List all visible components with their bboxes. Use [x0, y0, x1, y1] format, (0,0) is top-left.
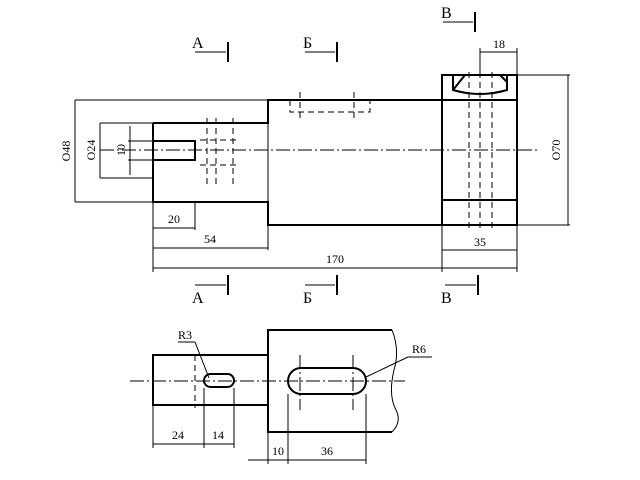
dim-18: 18: [493, 37, 505, 51]
dim-14: 14: [212, 428, 224, 442]
section-label-b-top: Б: [303, 35, 312, 52]
section-label-v-top: В: [441, 5, 452, 22]
dim-r3: R3: [178, 328, 192, 342]
leader-line: [365, 356, 409, 378]
dim-36: 36: [321, 444, 333, 458]
section-label-b-bottom: Б: [303, 290, 312, 307]
notch-hatch: [452, 74, 466, 91]
dim-d70: O70: [549, 140, 563, 161]
dim-35: 35: [474, 235, 486, 249]
dim-10: 10: [114, 144, 128, 156]
section-label-a-top: А: [192, 35, 204, 52]
dim-20: 20: [168, 212, 180, 226]
leader-line: [194, 341, 210, 379]
front-view: O48 O24 10 O70 18 20 54 35: [59, 5, 570, 307]
small-end-outline: [152, 354, 268, 406]
collar-notch: [452, 74, 508, 95]
dim-10-top: 10: [272, 444, 284, 458]
dim-170: 170: [326, 252, 344, 266]
dim-24: 24: [172, 428, 184, 442]
break-line: [390, 329, 399, 433]
dim-54: 54: [204, 232, 216, 246]
top-view: R3 R6 24 14 10 36: [130, 328, 432, 464]
notch-hatch: [499, 74, 508, 83]
dim-r6: R6: [412, 342, 426, 356]
shaft-outline: [152, 99, 443, 226]
section-label-a-bottom: А: [192, 290, 204, 307]
dim-d48: O48: [59, 141, 73, 162]
section-label-v-bottom: В: [441, 290, 452, 307]
hidden-keyway: [289, 100, 371, 113]
dim-d24: O24: [84, 140, 98, 161]
